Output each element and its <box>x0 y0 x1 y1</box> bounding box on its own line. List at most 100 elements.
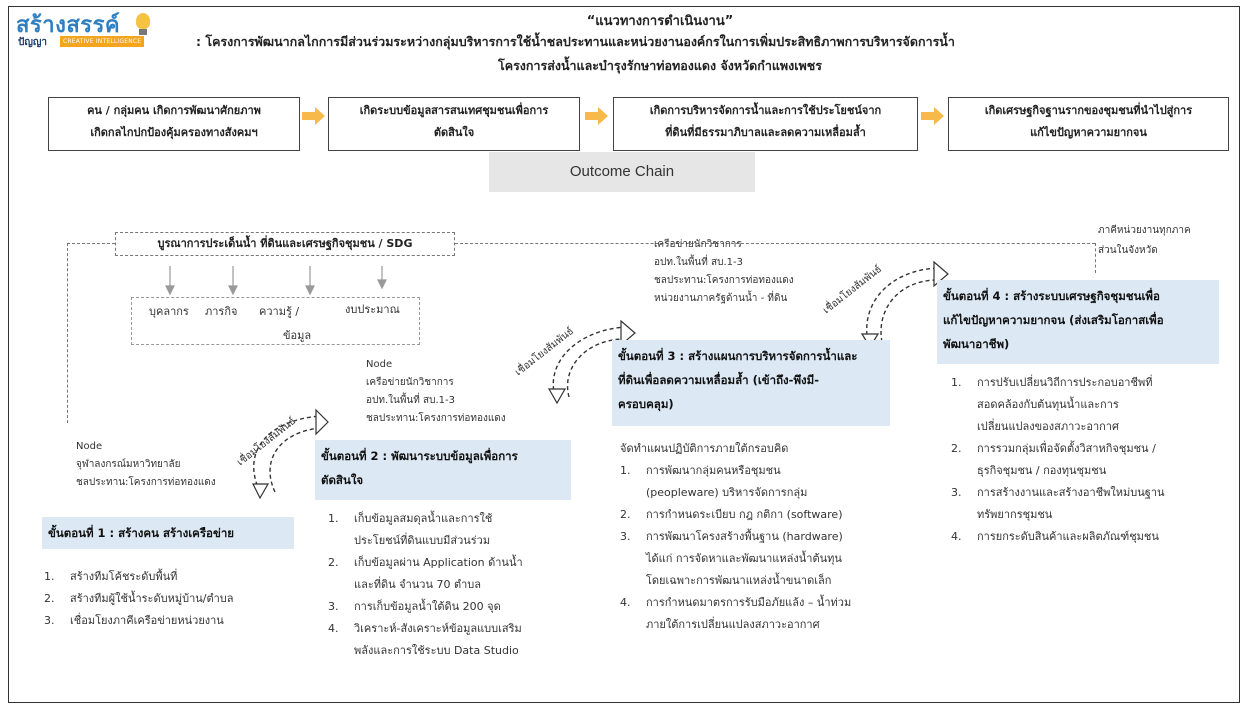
outcome-chain-label: Outcome Chain <box>489 152 755 192</box>
list-item: 3.เชื่อมโยงภาคีเครือข่ายหน่วยงาน <box>44 610 234 632</box>
node-line: Node <box>76 441 103 452</box>
partner-item: หน่วยงานภาครัฐด้านน้ำ - ที่ดิน <box>654 293 788 304</box>
step-title: ขั้นตอนที่ 3 : สร้างแผนการบริหารจัดการน้… <box>618 349 858 363</box>
step-title: พัฒนาอาชีพ) <box>943 337 1010 351</box>
item-number: 3. <box>951 486 962 499</box>
outcome-text: ตัดสินใจ <box>433 126 475 139</box>
outcome-box-4: เกิดเศรษฐกิจฐานรากของชุมชนที่นำไปสู่การ … <box>948 97 1229 151</box>
step-title: ขั้นตอนที่ 2 : พัฒนาระบบข้อมูลเพื่อการ <box>321 449 518 463</box>
step-title: ขั้นตอนที่ 4 : สร้างระบบเศรษฐกิจชุมชนเพื… <box>943 289 1160 303</box>
item-text: การสร้างงานและสร้างอาชีพใหม่บนฐาน <box>977 486 1165 499</box>
dashed-connector <box>67 243 115 244</box>
outcome-box-3: เกิดการบริหารจัดการน้ำและการใช้ประโยชน์จ… <box>613 97 918 151</box>
partner-item: เครือข่ายนักวิชาการ <box>654 239 742 250</box>
dashed-connector <box>1095 243 1096 273</box>
page-title: “แนวทางการดำเนินงาน” <box>586 14 734 29</box>
resource-arrows <box>165 266 387 296</box>
outcome-box-2: เกิดระบบข้อมูลสารสนเทศชุมชนเพื่อการ ตัดส… <box>328 97 580 151</box>
item-text: การพัฒนาโครงสร้างพื้นฐาน (hardware) <box>646 530 843 543</box>
step-title: แก้ไขปัญหาความยากจน (ส่งเสริมโอกาสเพื่อ <box>943 313 1164 327</box>
page-subtitle: : โครงการพัฒนากลไกการมีส่วนร่วมระหว่างกล… <box>196 34 955 49</box>
step-3-intro: จัดทำแผนปฏิบัติการภายใต้กรอบคิด <box>620 442 789 455</box>
list-item: 2. สร้างทีมผู้ใช้น้ำระดับหมู่บ้าน/ตำบล <box>44 588 234 610</box>
resource-label: ข้อมูล <box>283 329 312 342</box>
node-line: จุฬาลงกรณ์มหาวิทยาลัย <box>76 459 181 470</box>
item-text: การกำหนดมาตรการรับมือภัยแล้ง – น้ำท่วม <box>646 596 852 609</box>
all-sectors-line: ส่วนในจังหวัด <box>1098 245 1158 256</box>
logo: สร้างสรรค์ ปัญญา CREATIVE INTELLIGENCE <box>16 9 196 53</box>
item-number: 3. <box>44 614 55 627</box>
right-arrow-icon <box>921 106 945 126</box>
item-text: ธุรกิจชุมชน / กองทุนชุมชน <box>977 464 1107 477</box>
node-line: อปท.ในพื้นที่ สบ.1-3 <box>366 395 456 406</box>
list-item: 1.เก็บข้อมูลสมดุลน้ำและการใช้ประโยชน์ที่… <box>328 508 523 552</box>
node-line: ชลประทาน:โครงการท่อทองแดง <box>366 413 506 424</box>
outcome-text: ที่ดินที่มีธรรมาภิบาลและลดความเหลื่อมล้ำ <box>665 126 866 139</box>
list-item: 2.การกำหนดระเบียบ กฎ กติกา (software) <box>620 504 851 526</box>
item-number: 1. <box>620 464 631 477</box>
item-text: ได้แก่ การจัดหาและพัฒนาแหล่งน้ำต้นทุน <box>646 552 842 565</box>
item-text: การปรับเปลี่ยนวิถีการประกอบอาชีพที่ <box>977 376 1153 389</box>
item-text: โดยเฉพาะการพัฒนาแหล่งน้ำขนาดเล็ก <box>646 574 832 587</box>
outcome-text: แก้ไขปัญหาความยากจน <box>1030 126 1147 139</box>
item-number: 1. <box>951 376 962 389</box>
node-1-note: Node จุฬาลงกรณ์มหาวิทยาลัย ชลประทาน:โครง… <box>76 438 216 492</box>
list-item: 4.การยกระดับสินค้าและผลิตภัณฑ์ชุมชน <box>951 526 1165 548</box>
item-text: สอดคล้องกับต้นทุนน้ำและการ <box>977 398 1119 411</box>
list-item: 3.การสร้างงานและสร้างอาชีพใหม่บนฐานทรัพย… <box>951 482 1165 526</box>
item-text: การพัฒนากลุ่มคนหรือชุมชน <box>646 464 781 477</box>
link-arrow-icon <box>252 408 329 500</box>
logo-tag: CREATIVE INTELLIGENCE <box>60 36 145 47</box>
item-number: 4. <box>620 596 631 609</box>
item-number: 4. <box>328 622 339 635</box>
list-item: 4. การกำหนดมาตรการรับมือภัยแล้ง – น้ำท่วม… <box>620 592 851 636</box>
item-number: 2. <box>620 508 631 521</box>
all-sectors-note: ภาคีหน่วยงานทุกภาค ส่วนในจังหวัด <box>1098 221 1191 261</box>
item-number: 4. <box>951 530 962 543</box>
node-line: Node <box>366 359 393 370</box>
item-text: และที่ดิน จำนวน 70 ตำบล <box>354 578 482 591</box>
step-4-list: 1. การปรับเปลี่ยนวิถีการประกอบอาชีพที่สอด… <box>951 372 1165 548</box>
step-3-header: ขั้นตอนที่ 3 : สร้างแผนการบริหารจัดการน้… <box>612 340 890 426</box>
item-number: 2. <box>44 592 55 605</box>
list-item: 4.วิเคราะห์-สังเคราะห์ข้อมูลแบบเสริมพลัง… <box>328 618 523 662</box>
item-text: เก็บข้อมูลสมดุลน้ำและการใช้ <box>354 512 493 525</box>
step-title: ขั้นตอนที่ 1 : สร้างคน สร้างเครือข่าย <box>48 526 235 540</box>
right-arrow-icon <box>302 106 326 126</box>
item-text: (peopleware) บริหารจัดการกลุ่ม <box>646 486 808 499</box>
step-1-header: ขั้นตอนที่ 1 : สร้างคน สร้างเครือข่าย <box>42 517 294 549</box>
logo-sub: ปัญญา <box>18 37 48 48</box>
node-line: ชลประทาน:โครงการท่อทองแดง <box>76 477 216 488</box>
resources-box <box>131 297 420 345</box>
outcome-text: เกิดระบบข้อมูลสารสนเทศชุมชนเพื่อการ <box>359 104 549 117</box>
item-text: สร้างทีมผู้ใช้น้ำระดับหมู่บ้าน/ตำบล <box>70 592 234 605</box>
item-number: 1. <box>328 512 339 525</box>
partners-list: เครือข่ายนักวิชาการ อปท.ในพื้นที่ สบ.1-3… <box>654 236 794 308</box>
item-number: 2. <box>328 556 339 569</box>
lightbulb-base-icon <box>139 29 147 35</box>
logo-name: สร้างสรรค์ <box>16 13 121 38</box>
outcome-text: เกิดกลไกปกป้องคุ้มครองทางสังคมฯ <box>90 126 258 139</box>
all-sectors-line: ภาคีหน่วยงานทุกภาค <box>1098 225 1191 236</box>
outcome-box-1: คน / กลุ่มคน เกิดการพัฒนาศักยภาพ เกิดกลไ… <box>48 97 300 151</box>
lightbulb-icon <box>136 13 150 29</box>
item-text: ภายใต้การเปลี่ยนแปลงสภาวะอากาศ <box>646 618 820 631</box>
right-arrow-icon <box>585 106 609 126</box>
item-text: การเก็บข้อมูลน้ำใต้ดิน 200 จุด <box>354 600 501 613</box>
partner-item: อปท.ในพื้นที่ สบ.1-3 <box>654 257 744 268</box>
item-text: สร้างทีมโค้ชระดับพื้นที่ <box>70 570 178 583</box>
resource-label: บุคลากร <box>149 305 189 318</box>
outcome-text: เกิดเศรษฐกิจฐานรากของชุมชนที่นำไปสู่การ <box>984 104 1193 117</box>
step-2-list: 1.เก็บข้อมูลสมดุลน้ำและการใช้ประโยชน์ที่… <box>328 508 523 662</box>
step-title: ที่ดินเพื่อลดความเหลื่อมล้ำ (เข้าถึง-พึง… <box>618 373 819 387</box>
list-item: 2.การรวมกลุ่มเพื่อจัดตั้งวิสาหกิจชุมชน /… <box>951 438 1165 482</box>
node-2-note: Node เครือข่ายนักวิชาการ อปท.ในพื้นที่ ส… <box>366 356 506 428</box>
dashed-connector <box>455 243 1095 244</box>
step-title: ตัดสินใจ <box>321 473 364 487</box>
list-item: 1.สร้างทีมโค้ชระดับพื้นที่ <box>44 566 234 588</box>
item-text: การรวมกลุ่มเพื่อจัดตั้งวิสาหกิจชุมชน / <box>977 442 1156 455</box>
dashed-connector <box>67 243 68 423</box>
list-item: 3.การพัฒนาโครงสร้างพื้นฐาน (hardware)ได้… <box>620 526 851 592</box>
item-text: วิเคราะห์-สังเคราะห์ข้อมูลแบบเสริม <box>354 622 522 635</box>
